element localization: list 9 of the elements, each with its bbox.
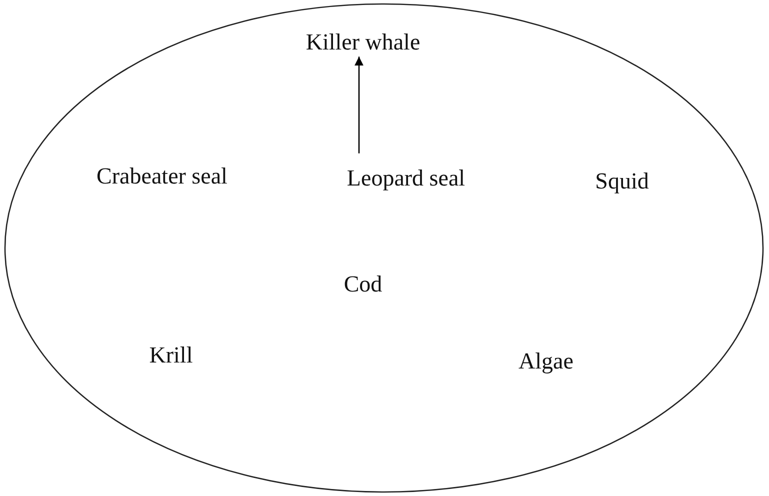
species-label: Squid [595,168,649,194]
arrow [354,56,364,154]
species-label: Krill [149,342,193,368]
species-label: Leopard seal [346,165,466,191]
species-label: Killer whale [306,29,420,55]
ecosystem-ellipse [4,3,764,493]
species-label: Cod [344,271,382,297]
species-label: Crabeater seal [96,163,228,189]
species-label: Algae [518,348,574,374]
